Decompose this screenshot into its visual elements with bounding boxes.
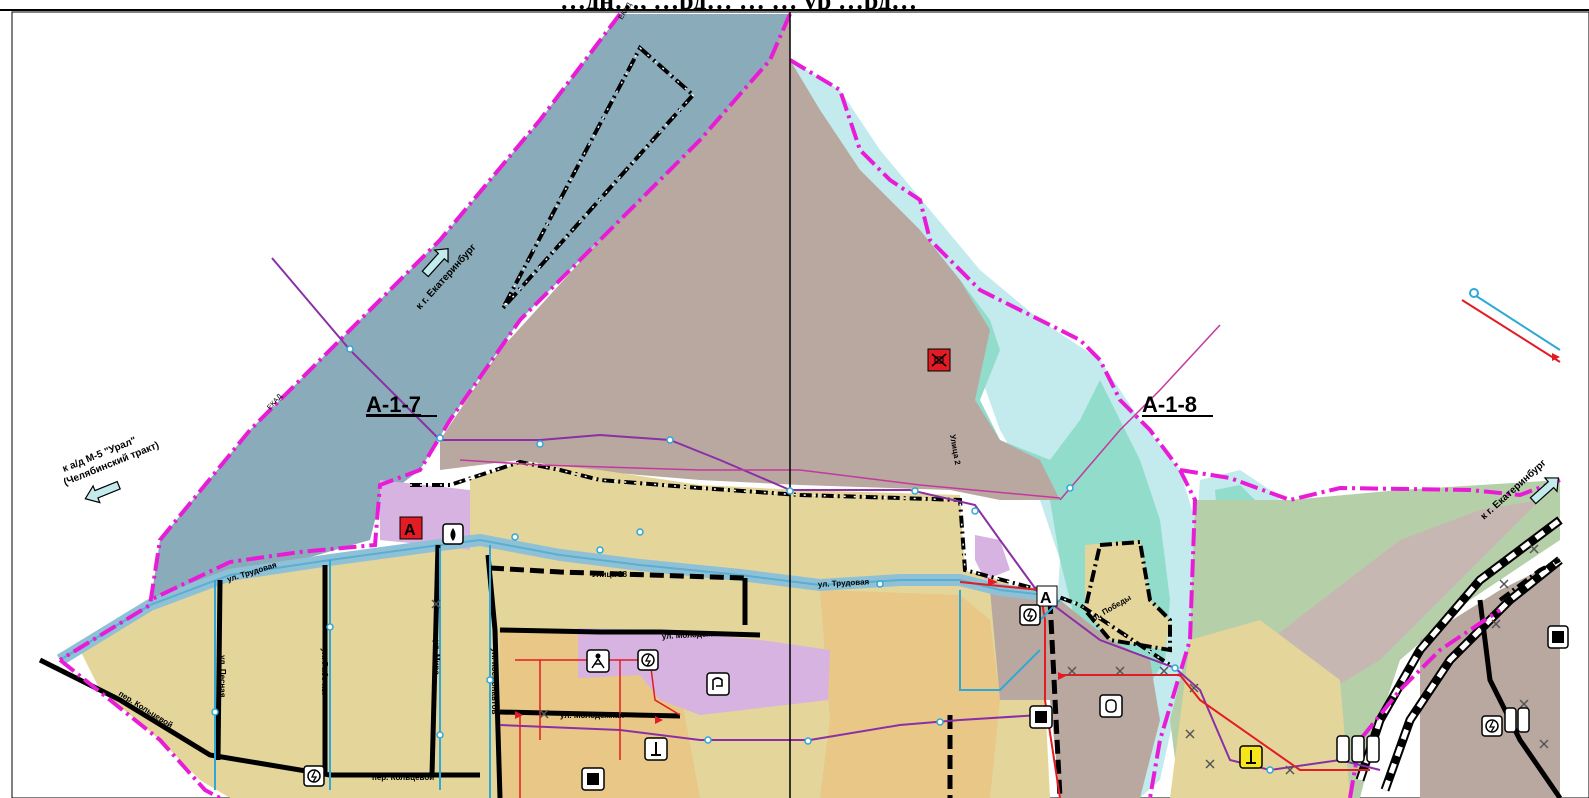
utility-red-center [515,659,681,798]
map-title: …дн…, …рд… … … ур …рд… [560,0,917,9]
road-label-kosmonavtov: ул. Космонавтов [490,648,499,714]
road-molodezhnaya [499,709,681,719]
svg-text:ул. Космонавтов: ул. Космонавтов [490,648,499,714]
direction-label-ural: к а/д М-5 "Урал" (Челябинский тракт) [61,435,161,488]
utility-red-east [1060,674,1370,771]
svg-text:ул. Мира: ул. Мира [432,640,441,675]
road-pesnaya [215,579,223,761]
svg-text:А: А [404,522,416,539]
boundary-east-north [1179,468,1561,503]
utility-red-ne [1461,299,1561,363]
svg-text:пер. Кольцевой: пер. Кольцевой [372,773,434,782]
utility-flow-arrows [515,353,1560,724]
svg-text:Улица 18: Улица 18 [592,570,628,579]
residential-zone-orange-2 [820,590,1000,798]
residential-zone-west [80,545,475,798]
building-icon-3[interactable] [1547,625,1569,649]
power-substation-icon-1[interactable] [1019,604,1041,626]
road-label-molodezhnaya-2: ул. Молодежная [560,711,624,720]
kindergarten-icon[interactable] [586,649,610,673]
residential-zone-east [1170,620,1350,798]
zone-boundary-pobedy [1082,539,1172,653]
industrial-zone-east [990,590,1160,798]
road-label-trudovaya-mid: ул. Трудовая [818,577,870,589]
utility-pink-ne [1059,324,1221,501]
svg-text:ул. Трудовая: ул. Трудовая [818,577,870,589]
power-substation-icon-3[interactable] [303,765,325,787]
building-icon-1[interactable] [1029,705,1053,729]
utility-nodes [211,345,1274,774]
boundary-airfield-right [149,13,792,602]
monument-icon-yellow[interactable] [1239,745,1263,769]
industrial-zone-ne [1270,500,1540,690]
svg-text:ул. Молодежная: ул. Молодежная [662,629,727,641]
boundary-airfield [58,12,622,662]
zone-boundary-east [1498,558,1561,602]
cemetery-icon[interactable] [1099,694,1123,718]
utility-pink [459,459,1061,499]
utility-x-marks [431,544,1549,775]
monument-icon[interactable] [644,737,668,761]
airfield-zone [150,14,790,605]
island-light [1005,350,1075,440]
arrow-to-ekb-top-icon [421,247,449,278]
building-icon-2[interactable] [581,767,605,791]
boundary-south-west [58,658,221,798]
bus-stop-icon-east[interactable]: А [1036,585,1058,607]
utility-gas-purple [271,257,1381,772]
railway-east-2-white [1382,558,1562,791]
utility-node-ne [1469,288,1479,298]
utility-blue-west [214,545,491,798]
svg-text:А: А [1040,590,1052,607]
road-label-molodezhnaya-1: ул. Молодежная [662,629,727,641]
road-label-pesnaya: ул. Песная [218,655,227,698]
utility-cabinets-icon-2[interactable] [1504,707,1530,733]
runway-outline [501,44,696,310]
power-substation-icon-4[interactable] [1481,715,1503,737]
utility-cabinets-icon[interactable] [1336,735,1380,763]
industrial-zone [440,14,1060,500]
road-mira [429,544,441,776]
bus-stop-icon-west[interactable]: А [399,516,423,540]
sheet-label-a17[interactable]: А-1-7 [366,392,421,417]
utility-red-main [959,581,1061,798]
industrial-facility-icon[interactable] [927,348,951,372]
road-east-dashed [1047,599,1063,798]
arrow-to-ekb-right-icon [1529,477,1560,505]
svg-text:ул. Молодежная: ул. Молодежная [560,711,624,720]
sport-facility-icon[interactable] [706,672,730,696]
road-trudovaya-inner [59,538,1046,661]
road-label-mira: ул. Мира [432,640,441,675]
power-substation-icon-2[interactable] [637,649,659,671]
map-frame [11,11,1589,798]
road-label-rabochaya: ул. Рабочая [320,648,329,695]
svg-text:ул. Рабочая: ул. Рабочая [320,648,329,695]
road-molodezhnaya-north [499,627,761,638]
road-label-ulitsa18: Улица 18 [592,570,628,579]
sheet-label-a18[interactable]: А-1-8 [1142,392,1197,417]
map-title-strip: …дн…, …рд… … … ур …рд… [0,0,1589,11]
road-label-koltsevoy-2: пер. Кольцевой [372,773,434,782]
utility-red-blue-ne [1469,291,1561,351]
arrow-to-ural-icon [84,480,121,504]
boundary-river [788,58,1198,798]
svg-text:ул. Песная: ул. Песная [218,655,227,698]
water-intake-icon[interactable] [442,523,464,545]
road-ulitsa-18 [489,565,746,581]
public-zone-east [975,535,1010,580]
